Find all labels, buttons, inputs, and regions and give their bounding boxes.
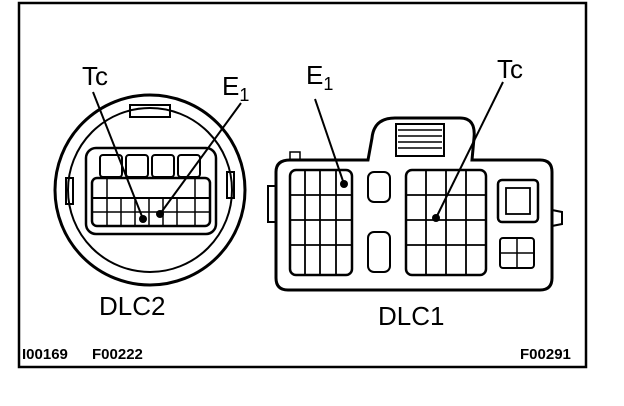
dlc1-tc-label: Tc: [497, 54, 523, 84]
dlc1-aux-socket: [496, 178, 540, 224]
dlc1-e1-label-sub: 1: [323, 74, 333, 94]
dlc1-e1-pointer: [314, 98, 345, 185]
dlc2-name: DLC2: [99, 291, 165, 321]
dlc2-top-key: [129, 104, 171, 118]
dlc2-e1-terminal-dot: [156, 210, 164, 218]
dlc1-housing: [274, 116, 554, 292]
dlc2-right-tab: [226, 171, 235, 199]
dlc1-e1-label: E1: [306, 60, 333, 94]
dlc1-left-terminal-block: [288, 168, 354, 277]
left-ref-code: I00169: [22, 346, 68, 363]
diagram-frame: [17, 1, 588, 369]
dlc1-mid-pin-upper: [367, 171, 391, 203]
dlc2-outer-ring: [53, 93, 247, 287]
dlc1-mid-pin-lower: [367, 231, 391, 273]
dlc2-left-tab: [65, 177, 74, 205]
dlc2-cavity: [84, 146, 218, 236]
dlc1-name: DLC1: [378, 301, 444, 331]
right-fig-code: F00291: [520, 346, 571, 363]
left-fig-code: F00222: [92, 346, 143, 363]
dlc2-inner-ring: [67, 107, 233, 273]
dlc1-e1-label-main: E: [306, 60, 323, 90]
dlc2-terminal-block: [90, 176, 212, 228]
dlc2-e1-pointer: [159, 102, 242, 215]
dlc1-right-notch: [551, 209, 563, 227]
dlc2-tc-label: Tc: [82, 61, 108, 91]
dlc1-latch: [395, 123, 445, 157]
dlc2-tc-pointer: [92, 91, 144, 220]
dlc1-tc-pointer: [435, 81, 504, 219]
dlc1-e1-terminal-dot: [340, 180, 348, 188]
dlc2-e1-label-sub: 1: [239, 85, 249, 105]
dlc1-side-marks: [289, 151, 301, 161]
dlc1-tc-terminal-dot: [432, 214, 440, 222]
dlc2-pin-row-upper: [99, 154, 201, 178]
dlc2-e1-label-main: E: [222, 71, 239, 101]
dlc2-tc-terminal-dot: [139, 215, 147, 223]
dlc2-connector: [53, 91, 247, 287]
dlc2-e1-label: E1: [222, 71, 249, 105]
dlc1-connector: [267, 81, 563, 292]
dlc1-left-notch: [267, 185, 277, 223]
